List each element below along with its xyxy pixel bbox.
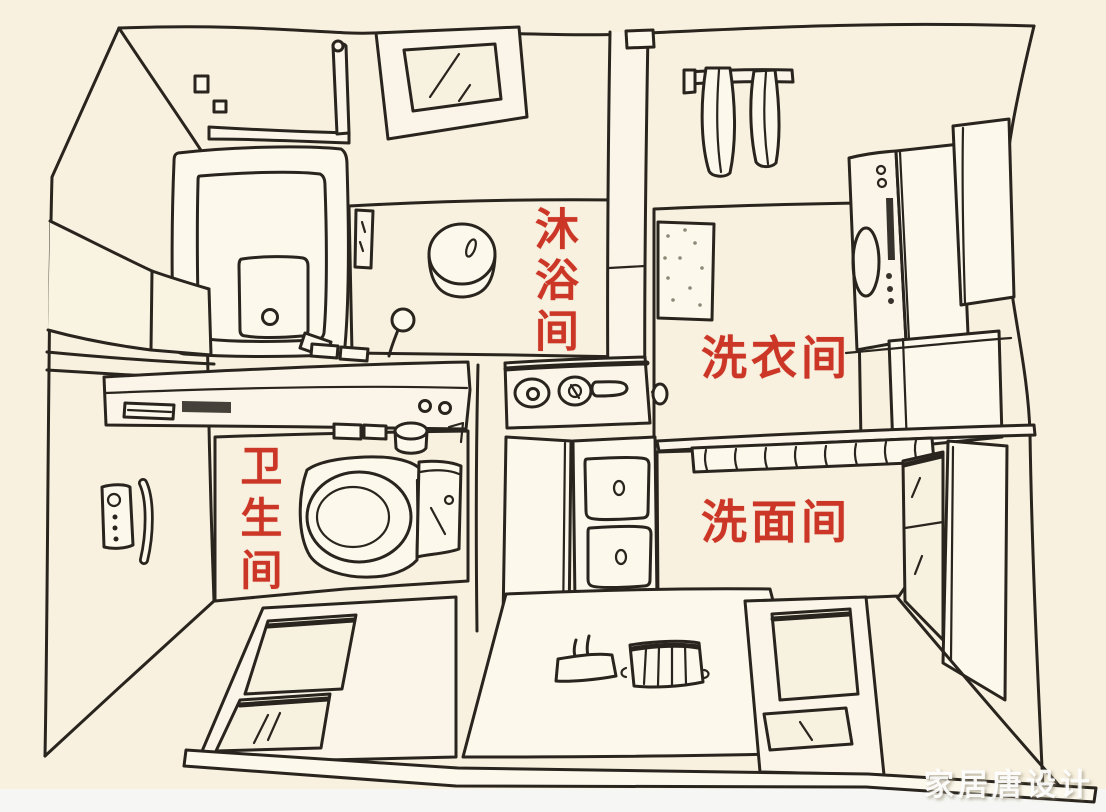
vanity-drawer-top — [583, 456, 651, 521]
washer-door — [851, 226, 881, 298]
vanity-drawer-bottom — [586, 525, 653, 589]
towel-hook — [193, 74, 228, 114]
slippers — [554, 634, 618, 683]
room-label-laundry: 洗衣间 — [701, 331, 851, 385]
tub-drain — [261, 308, 279, 326]
shower-handle — [387, 307, 416, 358]
toilet-remote — [100, 483, 135, 550]
window — [374, 25, 529, 141]
door-knob — [651, 382, 669, 406]
bottom-strip — [0, 789, 1106, 812]
vanity-wall-edge — [474, 363, 480, 633]
toilet-shelf-counter — [102, 360, 472, 431]
hanging-towels — [700, 66, 781, 178]
room-label-toilet: 卫生间 — [233, 444, 283, 600]
faucet-control-panel — [503, 355, 652, 430]
squeegee — [353, 208, 375, 270]
room-label-washroom: 洗面间 — [701, 495, 851, 549]
grab-bar — [207, 39, 351, 145]
sliding-door-left — [195, 595, 458, 765]
toilet — [298, 455, 463, 579]
soap-dish — [590, 380, 629, 398]
toilet-tank — [415, 459, 463, 559]
laundry-mat — [656, 220, 716, 322]
hot-water-knob — [513, 377, 551, 409]
sliding-door-right — [743, 595, 886, 777]
toiletry-items — [332, 421, 465, 455]
sloped-cabinet — [46, 219, 213, 357]
bath-mat — [620, 639, 710, 689]
washroom-cabinet — [901, 439, 1009, 702]
floor-corner-edge — [895, 595, 1065, 792]
washing-machine — [847, 142, 970, 352]
bathtub — [170, 145, 370, 363]
shower-stool — [427, 222, 497, 299]
bottom-sill — [182, 748, 1098, 804]
watermark: 家居唐设计 — [924, 768, 1094, 803]
room-label-shower: 沐浴间 — [526, 206, 578, 359]
toilet-seat — [305, 470, 413, 564]
laundry-cabinet — [951, 117, 1016, 307]
door-handle — [138, 478, 154, 565]
